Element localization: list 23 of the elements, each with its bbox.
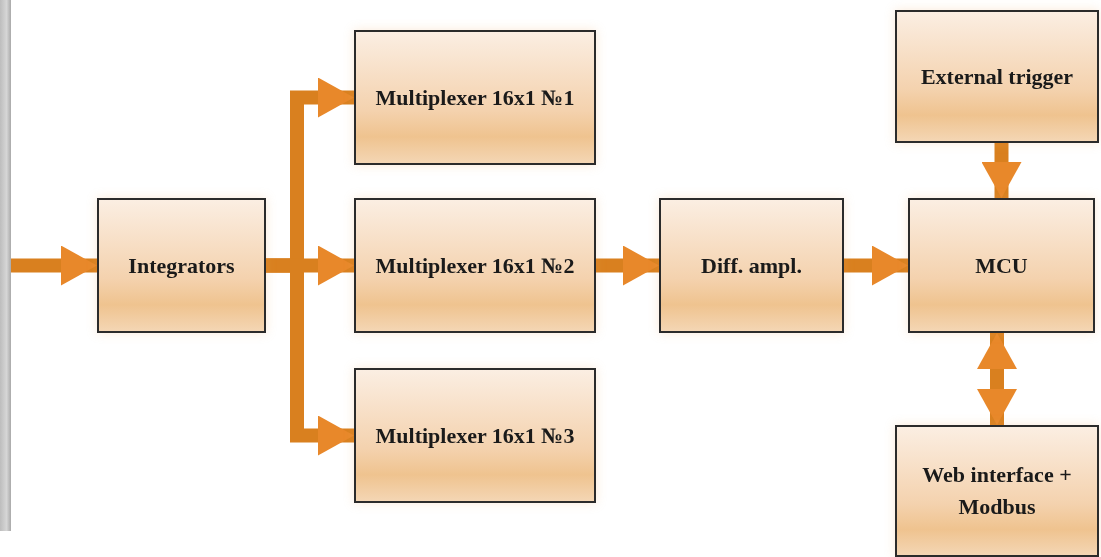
box-label: Diff. ampl.: [701, 251, 802, 280]
arrow: [844, 245, 908, 286]
process-box: [354, 368, 596, 503]
arrow: [11, 245, 97, 286]
process-box: [908, 198, 1095, 333]
box-label: Multiplexer 16x1 №3: [375, 421, 575, 450]
box-label: External trigger: [920, 62, 1074, 91]
arrow: [266, 258, 354, 456]
process-box: [895, 10, 1099, 143]
process-box: [354, 30, 596, 165]
box-label: Integrators: [128, 251, 235, 280]
process-box: [659, 198, 844, 333]
side-panel: [0, 0, 11, 531]
box-label: Web interface + Modbus: [921, 461, 1073, 521]
arrow: [977, 333, 1017, 425]
process-box: [97, 198, 266, 333]
box-label: Multiplexer 16x1 №1: [375, 83, 575, 112]
process-box: [895, 425, 1099, 557]
arrow: [981, 143, 1022, 198]
box-label: Multiplexer 16x1 №2: [375, 251, 575, 280]
process-box: [354, 198, 596, 333]
box-label: MCU: [975, 251, 1028, 280]
arrow: [596, 245, 659, 286]
